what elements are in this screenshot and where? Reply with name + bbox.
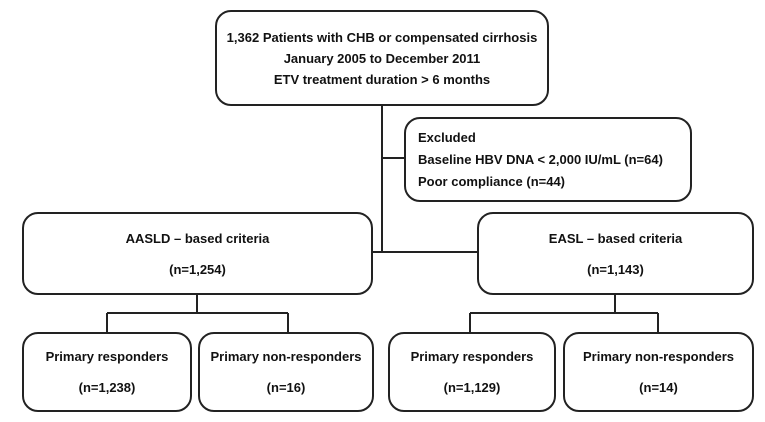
- excluded-line-1: Baseline HBV DNA < 2,000 IU/mL (n=64): [418, 151, 663, 167]
- excluded-title: Excluded: [418, 129, 476, 145]
- aasld-non-responders-box: Primary non-responders (n=16): [198, 332, 374, 412]
- easl-non-responders-label: Primary non-responders: [583, 349, 734, 364]
- excluded-line-2: Poor compliance (n=44): [418, 173, 566, 189]
- aasld-responders-count: (n=1,238): [78, 380, 136, 395]
- easl-non-responders-count: (n=14): [639, 380, 678, 395]
- easl-responders-count: (n=1,129): [443, 380, 501, 395]
- root-line-1: 1,362 Patients with CHB or compensated c…: [226, 29, 538, 45]
- aasld-label: AASLD – based criteria: [125, 230, 270, 246]
- easl-count: (n=1,143): [587, 261, 644, 277]
- aasld-non-responders-label: Primary non-responders: [210, 349, 362, 364]
- easl-label: EASL – based criteria: [548, 230, 683, 246]
- aasld-box: AASLD – based criteria (n=1,254): [22, 212, 373, 295]
- root-line-3: ETV treatment duration > 6 months: [273, 71, 491, 87]
- easl-responders-label: Primary responders: [410, 349, 534, 364]
- aasld-count: (n=1,254): [169, 261, 226, 277]
- easl-box: EASL – based criteria (n=1,143): [477, 212, 754, 295]
- root-line-2: January 2005 to December 2011: [283, 50, 481, 66]
- easl-non-responders-box: Primary non-responders (n=14): [563, 332, 754, 412]
- aasld-responders-box: Primary responders (n=1,238): [22, 332, 192, 412]
- root-box: 1,362 Patients with CHB or compensated c…: [215, 10, 549, 106]
- easl-responders-box: Primary responders (n=1,129): [388, 332, 556, 412]
- aasld-responders-label: Primary responders: [45, 349, 169, 364]
- excluded-box: Excluded Baseline HBV DNA < 2,000 IU/mL …: [404, 117, 692, 202]
- aasld-non-responders-count: (n=16): [266, 380, 306, 395]
